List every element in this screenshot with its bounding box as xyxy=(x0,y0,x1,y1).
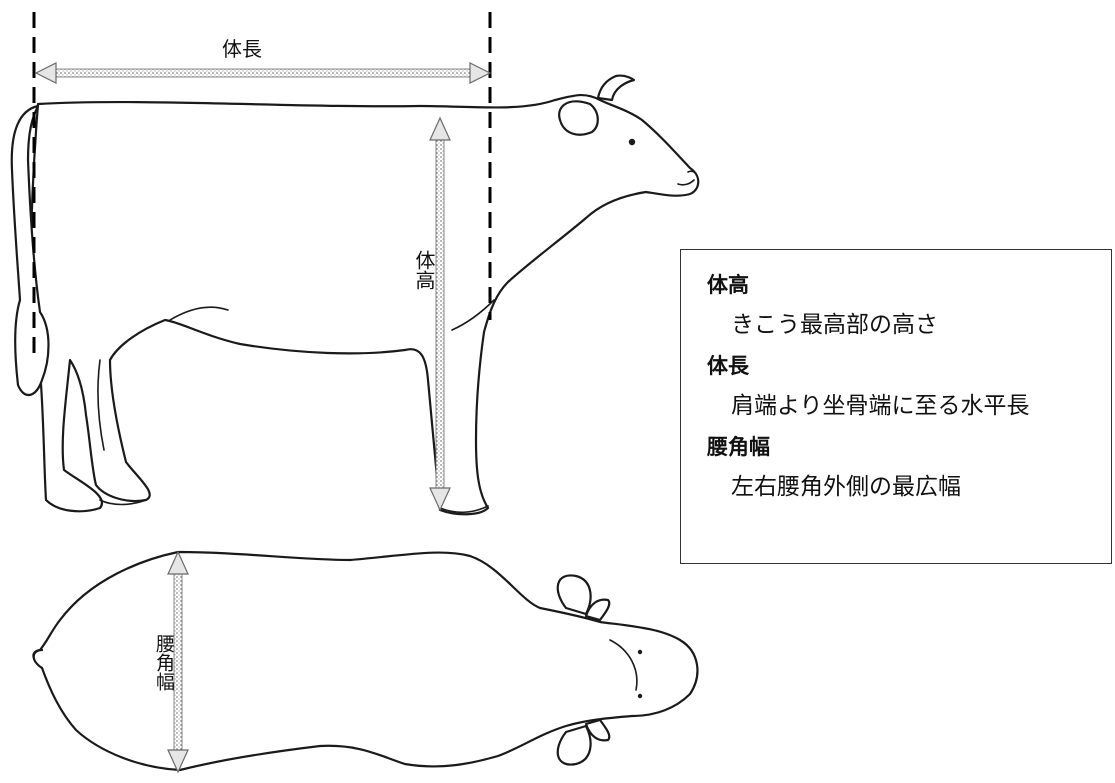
cow-side-hoof-front xyxy=(439,505,489,514)
legend-definition: きこう最高部の高さ xyxy=(731,312,938,338)
legend-definition: 肩端より坐骨端に至る水平長 xyxy=(731,393,1030,419)
cow-top-horn-upper xyxy=(584,598,611,622)
legend-item-body-height: 体高 きこう最高部の高さ xyxy=(707,272,1111,341)
cow-side-hind-crease xyxy=(97,359,105,451)
hip-width-arrow xyxy=(167,550,189,774)
legend-term: 体長 xyxy=(707,354,749,378)
cow-side-tail xyxy=(10,104,50,396)
cow-top-poll xyxy=(609,639,638,691)
cow-top-ear-upper xyxy=(556,574,592,616)
cow-side-body xyxy=(28,94,700,516)
cow-top-horn-lower xyxy=(584,718,611,742)
legend-term: 腰角幅 xyxy=(707,435,770,459)
cow-side-ear xyxy=(558,100,599,136)
legend-definition: 左右腰角外側の最広幅 xyxy=(731,474,961,500)
cow-side-hoof-hind xyxy=(99,499,147,506)
legend-item-body-length: 体長 肩端より坐骨端に至る水平長 xyxy=(707,353,1111,422)
cow-side-mouth xyxy=(677,179,695,186)
body-length-arrow xyxy=(34,62,492,84)
cow-top-view xyxy=(32,550,699,772)
body-length-label: 体長 xyxy=(222,37,262,61)
definitions-legend: 体高 きこう最高部の高さ 体長 肩端より坐骨端に至る水平長 腰角幅 左右腰角外側… xyxy=(680,249,1112,564)
hip-width-label: 腰角幅 xyxy=(153,634,175,691)
cow-side-belly-crease xyxy=(169,306,229,321)
legend-item-hip-width: 腰角幅 左右腰角外側の最広幅 xyxy=(707,434,1111,503)
cow-top-body xyxy=(32,550,699,772)
cow-top-eye-lower xyxy=(637,693,643,699)
body-height-label: 体高 xyxy=(412,250,436,290)
cow-top-ear-lower xyxy=(556,724,592,766)
body-height-arrow xyxy=(429,116,451,512)
cow-top-eye-upper xyxy=(637,649,643,655)
cow-side-eye xyxy=(628,138,636,146)
cow-top-tail xyxy=(32,648,44,670)
cow-side-view xyxy=(10,74,700,516)
cow-side-horn xyxy=(596,74,636,102)
legend-term: 体高 xyxy=(707,273,749,297)
cow-side-nostril xyxy=(687,170,698,177)
